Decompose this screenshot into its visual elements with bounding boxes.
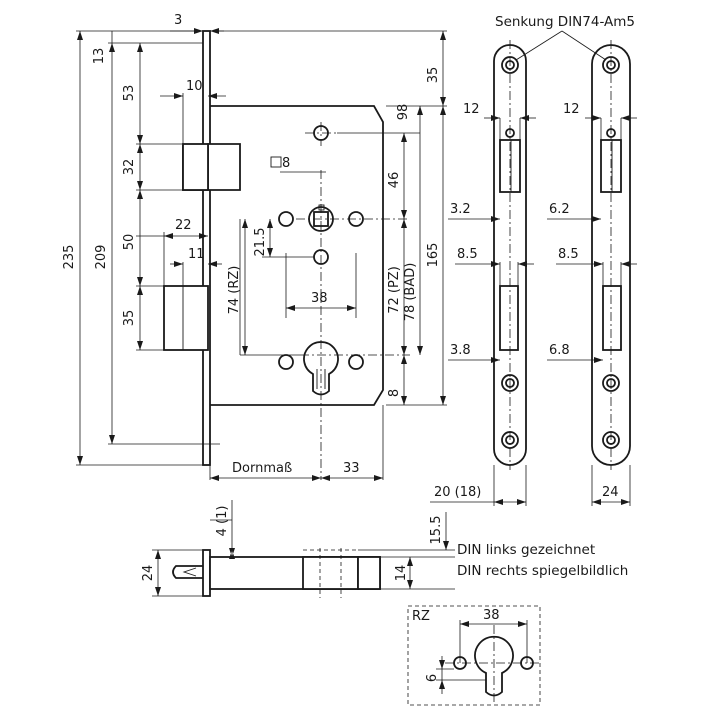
- left-dim-width-top: 12: [463, 102, 480, 117]
- fixing-hole-br: [348, 354, 364, 370]
- bottom-view: 24 4 (1) 15.5 14 DIN links gezeichnet DI…: [141, 500, 628, 598]
- front-view: 8 235 209: [62, 13, 447, 481]
- rz-dim-height: 6: [425, 674, 440, 682]
- right-dim-plate-width: 24: [602, 485, 619, 500]
- bottom-block: [302, 556, 359, 590]
- dim-backset-extra: 33: [343, 461, 360, 476]
- dim-square: 8: [282, 156, 290, 171]
- rz-label: RZ: [412, 609, 430, 624]
- dim-corner: 98: [396, 104, 411, 121]
- dim-cylinder-width: 38: [311, 291, 328, 306]
- deadbolt: [163, 285, 209, 351]
- dim-rz: 74 (RZ): [227, 266, 242, 315]
- countersink-leader-right: [561, 30, 607, 61]
- bottom-dim-height: 24: [141, 565, 156, 582]
- dim-case-height: 209: [94, 245, 109, 270]
- dim-cyl-bottom: 8: [387, 389, 402, 397]
- bottom-dim-right-mid: 14: [394, 565, 409, 582]
- dim-latch-depth: 10: [186, 79, 203, 94]
- right-dim-bolt-width: 8.5: [558, 247, 579, 262]
- dim-distance: 50: [122, 234, 137, 251]
- din-left-note: DIN links gezeichnet: [457, 542, 595, 558]
- fixing-hole-left: [278, 211, 294, 227]
- dim-bolt-face: 11: [188, 247, 205, 262]
- dim-faceplate-thickness: 3: [174, 13, 182, 28]
- faceplate-left-view: 12 3.2 8.5 3.8 20 (18): [430, 40, 536, 506]
- dim-latch-height: 32: [122, 159, 137, 176]
- rz-detail-frame: [407, 605, 541, 706]
- left-dim-plate-width: 20 (18): [434, 485, 481, 500]
- rz-dim-width: 38: [483, 608, 500, 623]
- dim-handle-to-top: 46: [387, 172, 402, 189]
- rz-detail: RZ 38 6: [407, 605, 541, 706]
- left-dim-bolt-offset: 3.8: [450, 343, 471, 358]
- dim-bolt-height: 35: [122, 310, 137, 327]
- bolt-slot-left: [499, 285, 519, 351]
- bottom-latch: [172, 565, 203, 579]
- dim-pz: 72 (PZ): [387, 266, 402, 314]
- dim-latch-to-top: 53: [122, 85, 137, 102]
- left-dim-bolt-width: 8.5: [457, 247, 478, 262]
- latch-tongue: [182, 143, 209, 191]
- right-dim-width-top: 12: [563, 102, 580, 117]
- dim-case-mid: 165: [426, 243, 441, 268]
- lock-case: [210, 105, 384, 406]
- din-right-note: DIN rechts spiegelbildlich: [457, 563, 628, 579]
- faceplate-right-view: 12 6.2 8.5 6.8 24: [547, 40, 637, 506]
- dim-backset: Dornmaß: [232, 461, 292, 476]
- right-dim-latch-offset: 6.2: [549, 202, 570, 217]
- bolt-slot-right: [602, 285, 622, 351]
- countersink-leader-left: [515, 30, 563, 61]
- dim-bolt-projection: 22: [175, 218, 192, 233]
- bottom-dim-lip: 4 (1): [215, 506, 230, 537]
- left-dim-latch-offset: 3.2: [450, 202, 471, 217]
- faceplate-strip: [202, 30, 211, 466]
- square-symbol-icon: [270, 156, 282, 168]
- dim-top-to-case: 35: [426, 67, 441, 84]
- countersink-note: Senkung DIN74-Am5: [495, 14, 635, 30]
- right-dim-bolt-offset: 6.8: [549, 343, 570, 358]
- fixing-hole-bl: [278, 354, 294, 370]
- dim-total-height: 235: [62, 245, 77, 270]
- dim-top-offset: 13: [92, 48, 107, 65]
- bottom-faceplate: [202, 549, 211, 597]
- dim-handle-offset: 21.5: [253, 228, 268, 257]
- dim-bad: 78 (BAD): [403, 263, 418, 322]
- bottom-dim-right-top: 15.5: [429, 516, 444, 545]
